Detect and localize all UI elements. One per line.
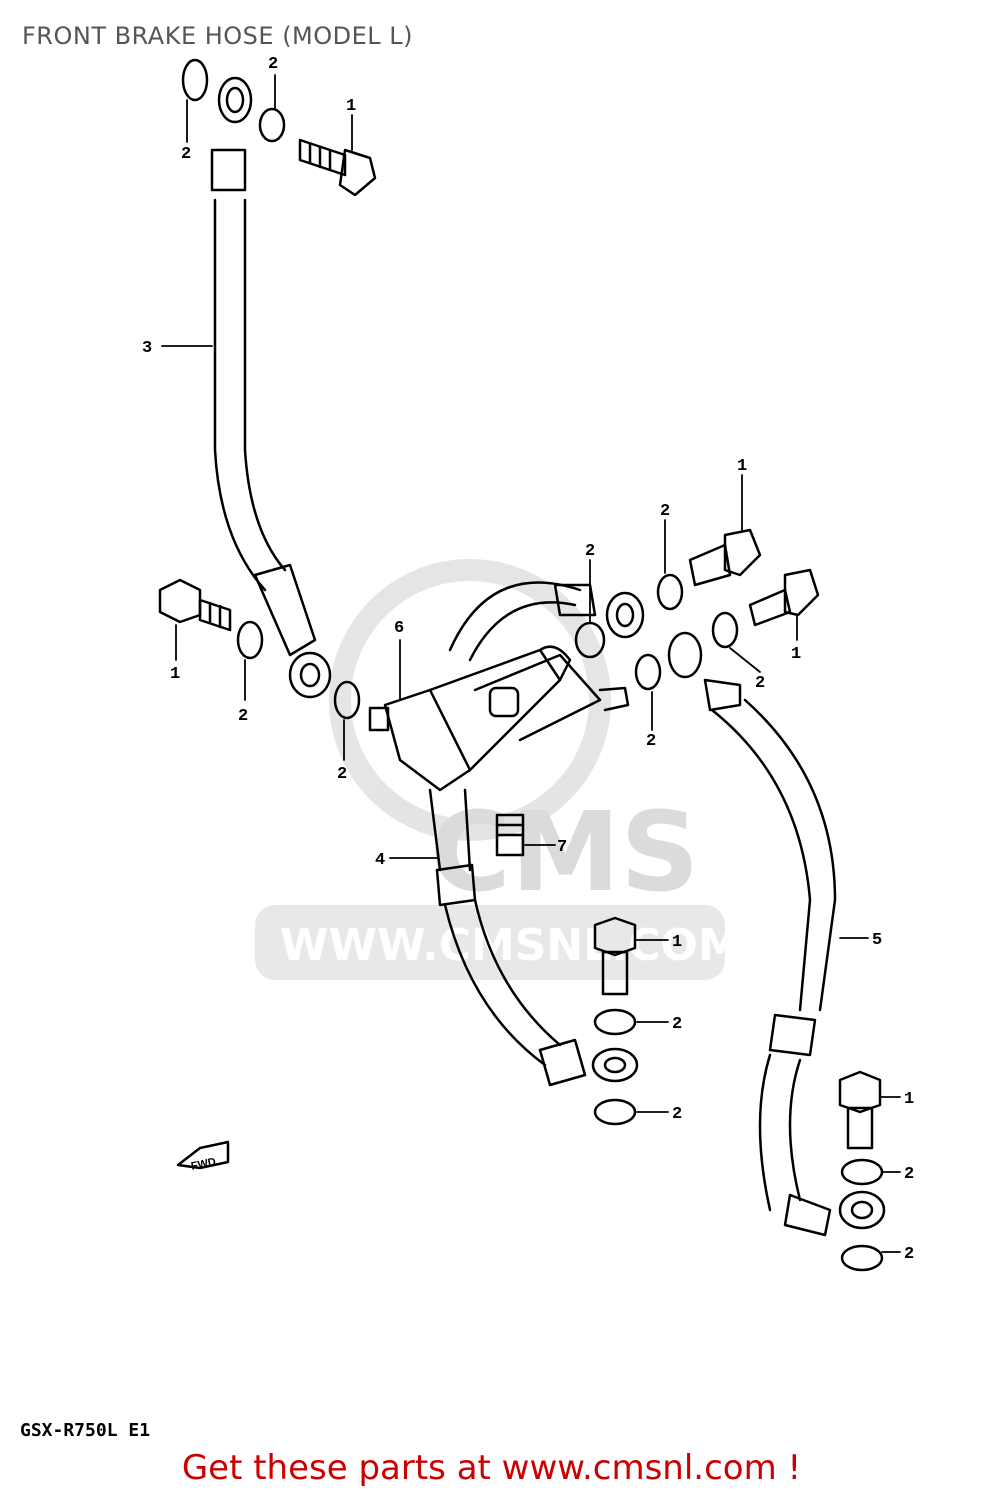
washer xyxy=(840,1244,884,1272)
callout-2: 2 xyxy=(904,1165,914,1184)
callout-2: 2 xyxy=(181,145,191,164)
washer xyxy=(593,1098,637,1126)
callout-1: 1 xyxy=(672,933,682,952)
callout-1: 1 xyxy=(346,97,356,116)
washer xyxy=(181,58,209,102)
callout-1: 1 xyxy=(904,1090,914,1109)
leader-lines xyxy=(161,74,901,1253)
page-title: FRONT BRAKE HOSE (MODEL L) xyxy=(22,22,414,50)
callout-3: 3 xyxy=(142,339,152,358)
banjo-hole xyxy=(615,602,635,628)
brake-hose-5 xyxy=(667,631,886,1237)
washer xyxy=(593,1008,637,1036)
callout-2: 2 xyxy=(646,732,656,751)
watermark-url: WWW.CMSNL.COM xyxy=(280,920,742,971)
callout-4: 4 xyxy=(375,851,385,870)
callout-2: 2 xyxy=(238,707,248,726)
callout-7: 7 xyxy=(557,838,567,857)
banjo-fitting xyxy=(217,76,253,124)
callout-2: 2 xyxy=(337,765,347,784)
banjo-bolt xyxy=(298,138,377,197)
brake-hose-3 xyxy=(210,148,332,699)
callout-2: 2 xyxy=(660,502,670,521)
callout-1: 1 xyxy=(791,645,801,664)
washer xyxy=(258,107,286,143)
banjo-fitting xyxy=(605,591,645,639)
callout-2: 2 xyxy=(672,1105,682,1124)
callout-1: 1 xyxy=(170,665,180,684)
washer xyxy=(840,1158,884,1186)
brake-hose-4 xyxy=(428,788,639,1087)
washer xyxy=(656,573,684,611)
hose-end xyxy=(553,583,597,617)
washer xyxy=(236,620,264,660)
banjo-bolt xyxy=(688,528,762,587)
banjo-bolt xyxy=(593,916,637,996)
banjo-bolt xyxy=(838,1070,882,1150)
forward-arrow-icon xyxy=(176,1140,230,1170)
bolt-7 xyxy=(495,813,525,857)
callout-1: 1 xyxy=(737,457,747,476)
callout-2: 2 xyxy=(755,674,765,693)
washer xyxy=(634,653,662,691)
banjo-bolt xyxy=(748,568,820,627)
callout-2: 2 xyxy=(672,1015,682,1034)
model-code: GSX-R750L E1 xyxy=(20,1420,151,1441)
callout-6: 6 xyxy=(394,619,404,638)
callout-2: 2 xyxy=(268,55,278,74)
cta-link[interactable]: Get these parts at www.cmsnl.com ! xyxy=(181,1448,802,1488)
banjo-hole xyxy=(225,86,245,114)
washer xyxy=(711,611,739,649)
washer xyxy=(574,621,606,659)
washer xyxy=(333,680,361,720)
banjo-bolt xyxy=(158,578,232,632)
callout-labels: 2 1 2 3 1 2 2 6 1 1 2 2 2 2 7 4 5 1 2 1 … xyxy=(142,55,914,1264)
watermark: CMS WWW.CMSNL.COM xyxy=(255,559,742,980)
brake-hose-joint-6 xyxy=(368,645,630,792)
callout-5: 5 xyxy=(872,931,882,950)
callout-2: 2 xyxy=(904,1245,914,1264)
callout-2: 2 xyxy=(585,542,595,561)
forward-label: FWD xyxy=(190,1156,217,1173)
